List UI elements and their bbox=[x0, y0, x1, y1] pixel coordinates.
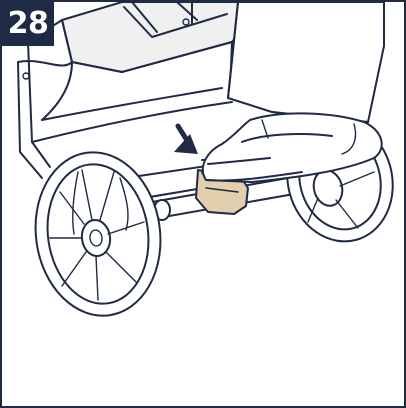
down-arrow-icon bbox=[174, 123, 198, 154]
foot-icon bbox=[201, 2, 385, 183]
stroller-seat-frame bbox=[17, 2, 263, 179]
stroller-wheel-icon bbox=[34, 151, 162, 317]
step-number-badge: 28 bbox=[2, 2, 54, 46]
